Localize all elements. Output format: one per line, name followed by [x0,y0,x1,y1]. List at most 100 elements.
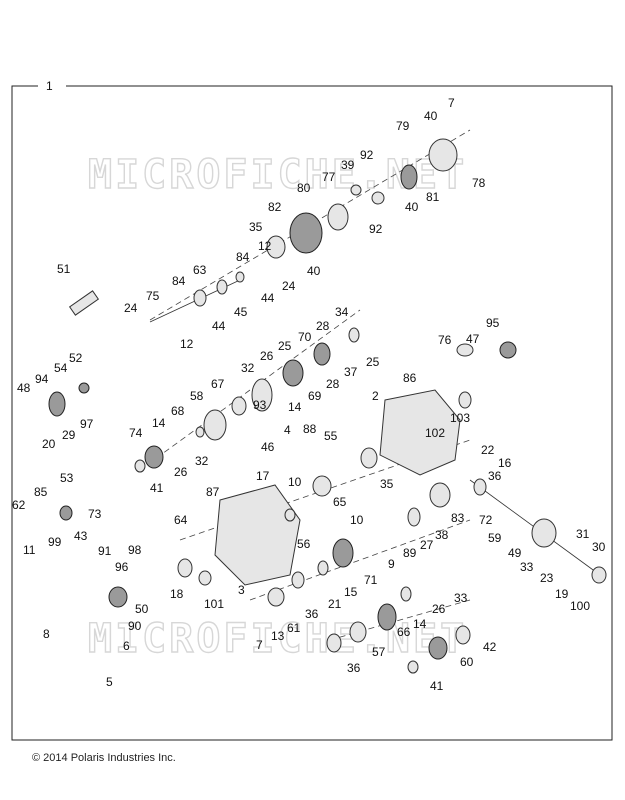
callout-33: 33 [454,591,468,605]
shift-fork [216,279,228,295]
callout-69: 69 [308,389,322,403]
part-shapes [48,138,607,674]
callout-9: 9 [388,557,395,571]
gear [144,445,164,469]
callout-26: 26 [260,349,274,363]
callout-8: 8 [43,627,50,641]
assembly-axis [149,129,471,321]
callout-53: 53 [60,471,74,485]
callout-96: 96 [115,560,129,574]
callout-66: 66 [397,625,411,639]
gear [327,203,349,231]
seal [198,570,212,586]
differential-housing [428,138,458,172]
callout-92: 92 [360,148,374,162]
copyright-notice: © 2014 Polaris Industries Inc. [32,752,176,764]
gear [371,191,385,205]
callout-29: 29 [62,428,76,442]
callout-64: 64 [174,513,188,527]
bearing [360,447,378,469]
gear [428,636,448,660]
housing [108,586,128,608]
gasket [284,508,296,522]
callout-80: 80 [297,181,311,195]
gear [282,359,304,387]
callout-2: 2 [372,389,379,403]
callout-24: 24 [282,279,296,293]
callout-14: 14 [288,400,302,414]
callout-23: 23 [540,571,554,585]
callout-97: 97 [80,417,94,431]
callout-72: 72 [479,513,493,527]
callout-28: 28 [316,319,330,333]
transmission-case-left [214,484,301,586]
callout-6: 6 [123,639,130,653]
callout-5: 5 [106,675,113,689]
callout-24: 24 [124,301,138,315]
callout-7: 7 [448,96,455,110]
washer [400,586,412,602]
callout-10: 10 [288,475,302,489]
gear [377,603,397,631]
washer [195,426,205,438]
callout-65: 65 [333,495,347,509]
group-label: 1 [46,79,53,93]
ring-gear [289,212,323,254]
seal [473,478,487,496]
callout-39: 39 [341,158,355,172]
seal [177,558,193,578]
gear [531,518,557,548]
callout-14: 14 [413,617,427,631]
callout-71: 71 [364,573,378,587]
callout-40: 40 [405,200,419,214]
callout-81: 81 [426,190,440,204]
callout-14: 14 [152,416,166,430]
callout-32: 32 [195,454,209,468]
washer [134,459,146,473]
callout-27: 27 [420,538,434,552]
callout-15: 15 [344,585,358,599]
callout-25: 25 [366,355,380,369]
callout-32: 32 [241,361,255,375]
callout-54: 54 [54,361,68,375]
callout-79: 79 [396,119,410,133]
callout-77: 77 [322,170,336,184]
washer [407,660,419,674]
bracket [456,343,474,357]
callout-61: 61 [287,621,301,635]
callout-57: 57 [372,645,386,659]
callout-35: 35 [249,220,263,234]
sensor [499,341,517,359]
callout-91: 91 [98,544,112,558]
callout-11: 11 [23,543,36,557]
ring [407,507,421,527]
callout-50: 50 [135,602,149,616]
callout-87: 87 [206,485,220,499]
callout-4: 4 [284,423,291,437]
callout-86: 86 [403,371,417,385]
bearing [291,571,305,589]
gear [400,164,418,190]
callout-46: 46 [261,440,275,454]
callout-82: 82 [268,200,282,214]
callout-95: 95 [486,316,500,330]
callout-92: 92 [369,222,383,236]
callout-labels: 2 3 4 5 6 7 7 8 9 10 10 11 12 12 13 14 1… [12,96,606,693]
shaft-gear [59,505,73,521]
callout-34: 34 [335,305,349,319]
callout-103: 103 [450,411,470,425]
callout-3: 3 [238,583,245,597]
callout-17: 17 [256,469,270,483]
callout-30: 30 [592,540,606,554]
callout-76: 76 [438,333,452,347]
callout-99: 99 [48,535,62,549]
callout-26: 26 [174,465,188,479]
callout-90: 90 [128,619,142,633]
transmission-case-right [379,389,461,476]
callout-18: 18 [170,587,184,601]
gasket [312,475,332,497]
shift-fork [193,289,207,307]
gear [203,409,227,441]
callout-100: 100 [570,599,590,613]
callout-41: 41 [430,679,444,693]
